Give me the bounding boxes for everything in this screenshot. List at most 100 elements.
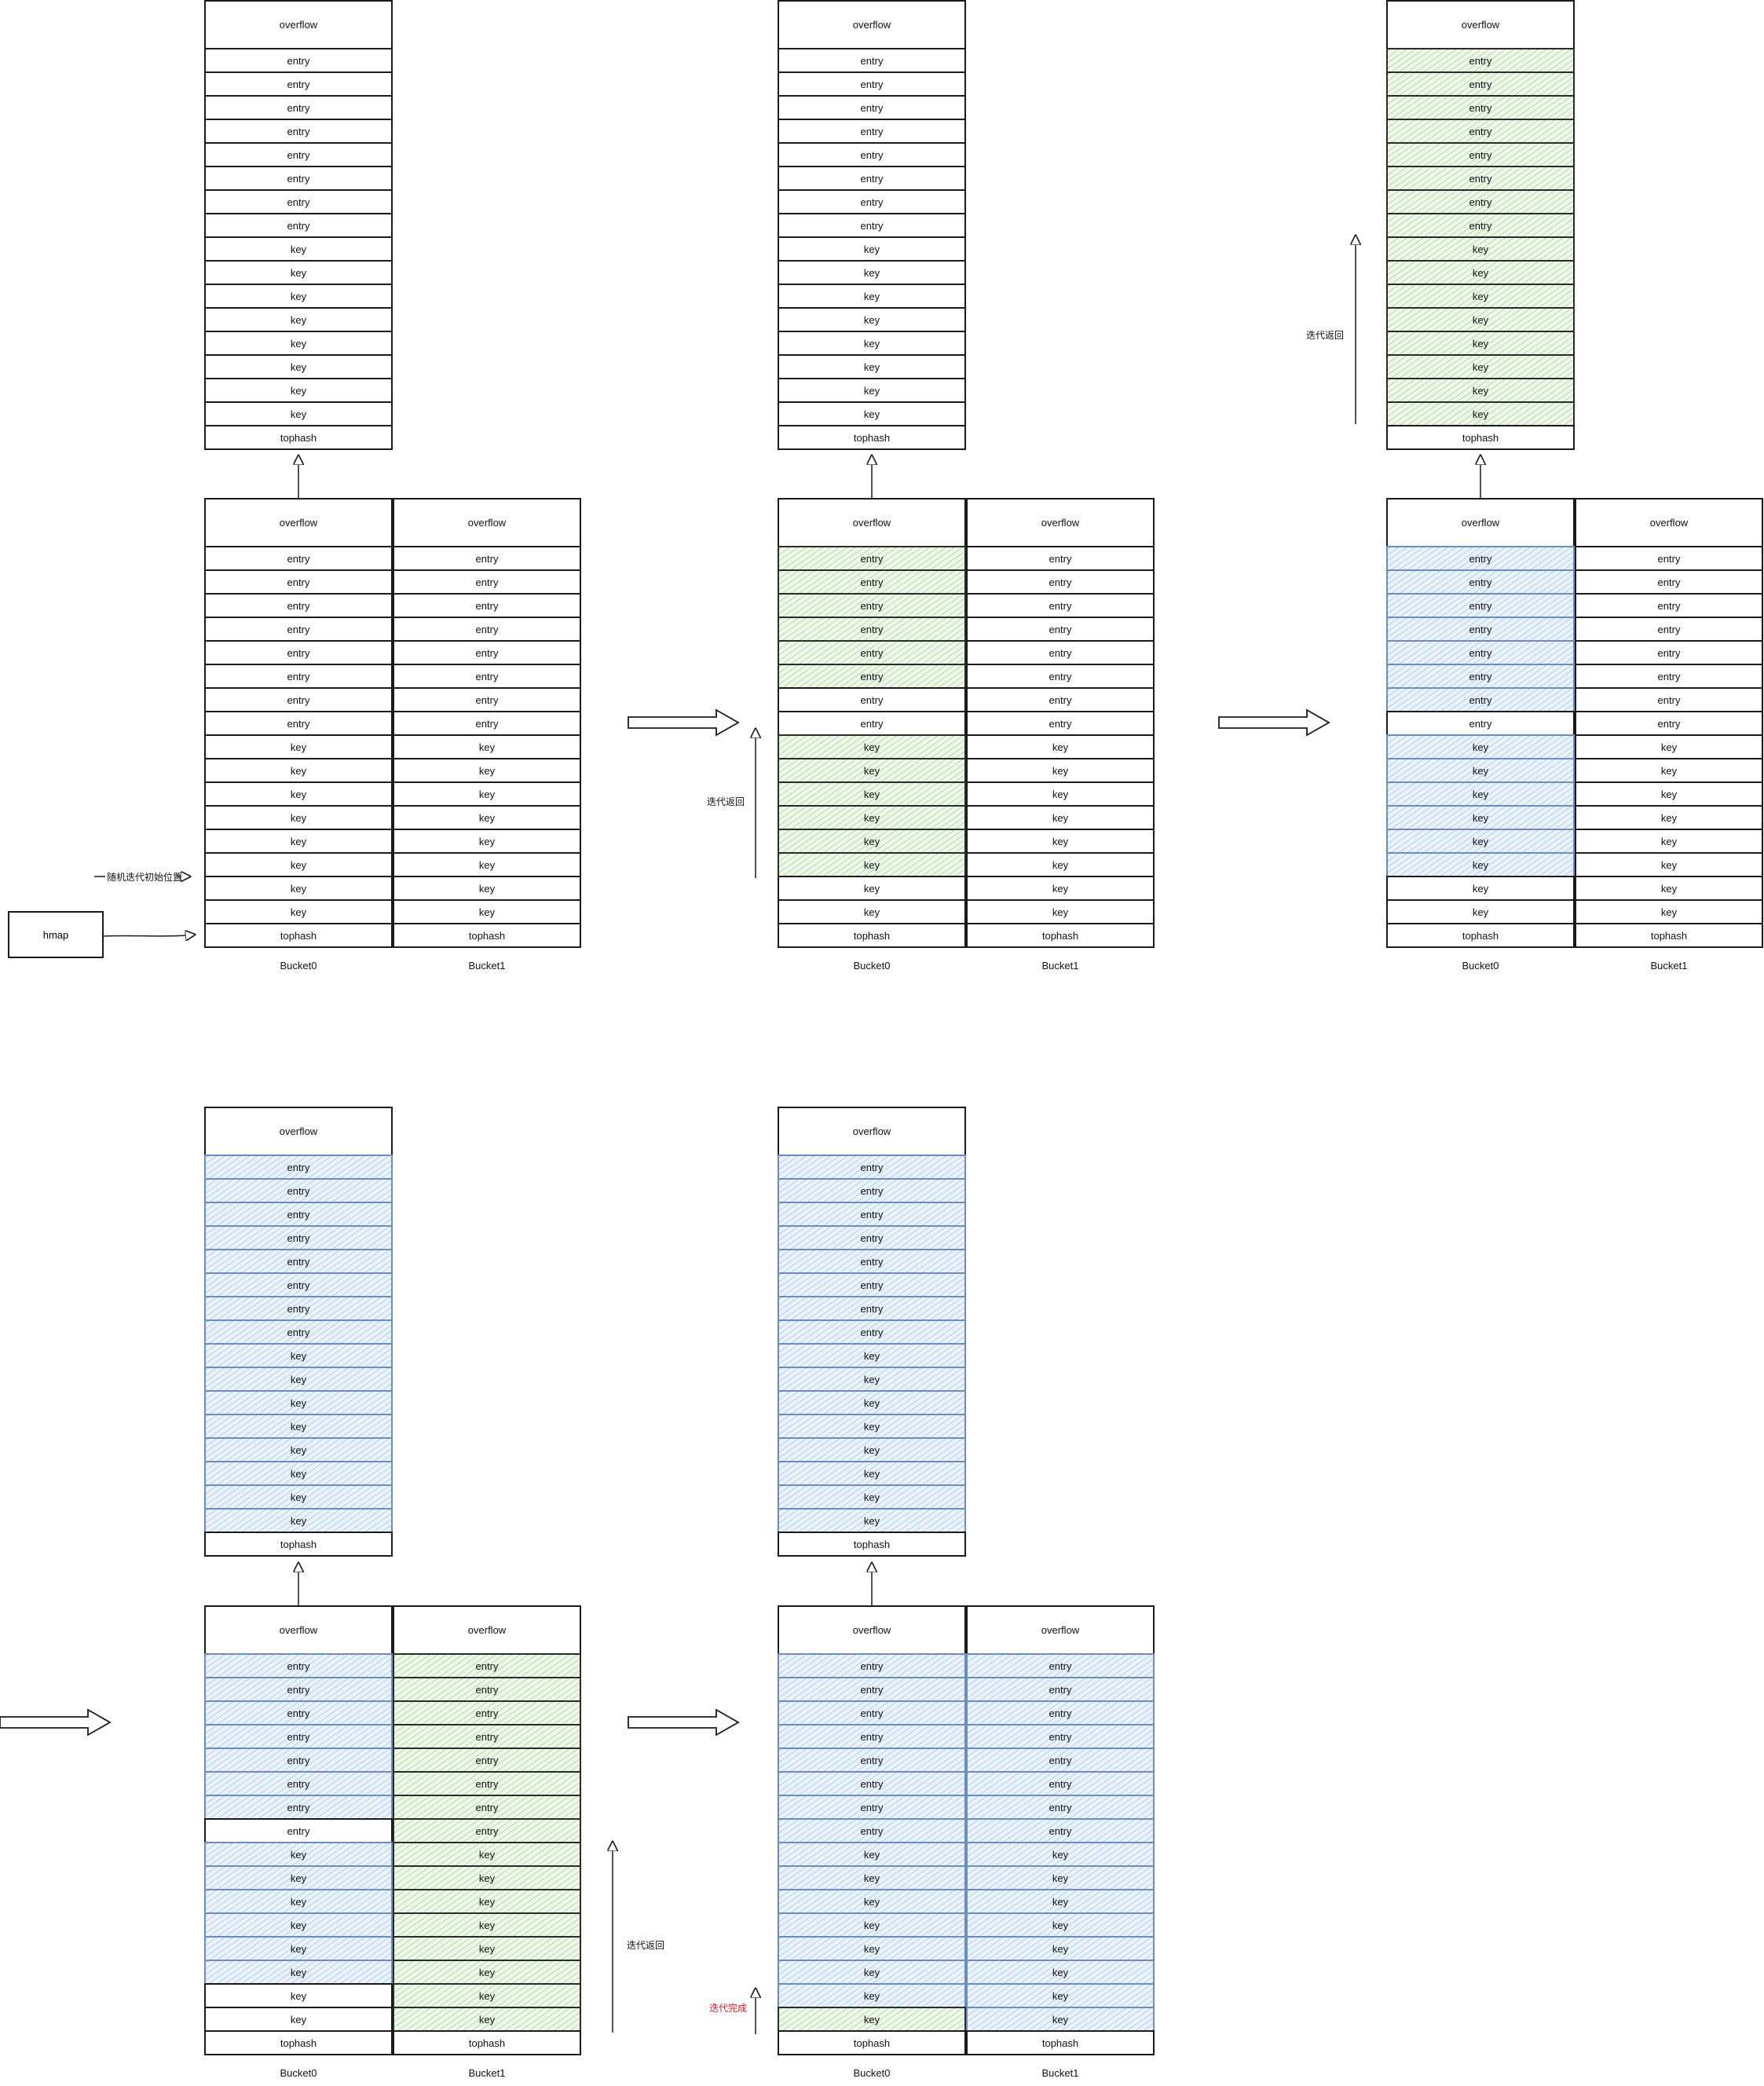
key-cell: key (393, 2007, 581, 2032)
entry-cell: entry (393, 569, 581, 595)
entry-cell: entry (966, 1818, 1155, 1843)
tophash-cell: tophash (393, 923, 581, 948)
key-cell: key (204, 378, 393, 403)
entry-cell: entry (1386, 71, 1575, 97)
key-cell: key (204, 307, 393, 332)
entry-cell: entry (966, 546, 1155, 571)
entry-cell: entry (204, 166, 393, 191)
key-cell: key (778, 2007, 966, 2032)
key-cell: key (1386, 876, 1575, 901)
entry-cell: entry (778, 1653, 966, 1678)
entry-cell: entry (204, 546, 393, 571)
bucket1-label: Bucket1 (468, 2067, 506, 2079)
entry-cell: entry (778, 1272, 966, 1297)
entry-cell: entry (1575, 711, 1763, 736)
key-cell: key (1575, 781, 1763, 807)
entry-cell: entry (1386, 617, 1575, 642)
key-cell: key (393, 876, 581, 901)
entry-cell: entry (1386, 48, 1575, 73)
entry-cell: entry (393, 1795, 581, 1820)
entry-cell: entry (778, 142, 966, 167)
entry-cell: entry (966, 617, 1155, 642)
key-cell: key (393, 734, 581, 759)
transition-arrow (0, 1708, 112, 1737)
key-cell: key (966, 1865, 1155, 1890)
entry-cell: entry (778, 1818, 966, 1843)
entry-cell: entry (1386, 95, 1575, 120)
entry-cell: entry (393, 1677, 581, 1702)
entry-cell: entry (1386, 189, 1575, 214)
key-cell: key (204, 401, 393, 426)
entry-cell: entry (204, 1724, 393, 1749)
entry-cell: entry (204, 1700, 393, 1726)
key-cell: key (393, 1936, 581, 1961)
key-cell: key (1386, 899, 1575, 924)
key-cell: key (778, 1960, 966, 1985)
key-cell: key (1386, 331, 1575, 356)
tophash-cell: tophash (966, 923, 1155, 948)
key-cell: key (1386, 378, 1575, 403)
iterate-done-label: 迭代完成 (709, 2003, 748, 2014)
key-cell: key (778, 401, 966, 426)
tophash-cell: tophash (204, 2030, 393, 2055)
entry-cell: entry (778, 166, 966, 191)
key-cell: key (1386, 260, 1575, 285)
key-cell: key (1386, 284, 1575, 309)
key-cell: key (204, 1936, 393, 1961)
entry-cell: entry (778, 1747, 966, 1773)
key-cell: key (966, 2007, 1155, 2032)
iterate-return-label: 迭代返回 (1306, 330, 1345, 341)
tophash-cell: tophash (778, 923, 966, 948)
entry-cell: entry (204, 1795, 393, 1820)
entry-cell: entry (778, 593, 966, 618)
entry-cell: entry (393, 617, 581, 642)
tophash-cell: tophash (393, 2030, 581, 2055)
tophash-cell: tophash (966, 2030, 1155, 2055)
tophash-cell: tophash (1386, 923, 1575, 948)
entry-cell: entry (778, 1724, 966, 1749)
entry-cell: entry (204, 1653, 393, 1678)
entry-cell: entry (204, 1225, 393, 1250)
entry-cell: entry (778, 1225, 966, 1250)
overflow-cell: overflow (1386, 498, 1575, 547)
entry-cell: entry (204, 1249, 393, 1274)
overflow-cell: overflow (1575, 498, 1763, 547)
overflow-cell: overflow (966, 498, 1155, 547)
entry-cell: entry (1386, 166, 1575, 191)
bucket0-label: Bucket0 (280, 2067, 317, 2079)
entry-cell: entry (204, 71, 393, 97)
key-cell: key (778, 1437, 966, 1462)
overflow-cell: overflow (778, 0, 966, 49)
entry-cell: entry (393, 711, 581, 736)
tophash-cell: tophash (204, 1532, 393, 1557)
entry-cell: entry (778, 1155, 966, 1180)
overflow-cell: overflow (204, 1605, 393, 1655)
key-cell: key (778, 852, 966, 877)
bucket0-label: Bucket0 (280, 960, 317, 972)
key-cell: key (778, 734, 966, 759)
entry-cell: entry (1386, 664, 1575, 689)
key-cell: key (778, 1484, 966, 1510)
entry-cell: entry (1386, 119, 1575, 144)
entry-cell: entry (778, 1795, 966, 1820)
entry-cell: entry (966, 711, 1155, 736)
tophash-cell: tophash (778, 2030, 966, 2055)
key-cell: key (1575, 829, 1763, 854)
entry-cell: entry (204, 617, 393, 642)
transition-arrow (628, 708, 740, 737)
tophash-cell: tophash (204, 425, 393, 450)
entry-cell: entry (778, 1178, 966, 1203)
entry-cell: entry (966, 687, 1155, 712)
entry-cell: entry (204, 1155, 393, 1180)
bucket1-label: Bucket1 (1650, 960, 1688, 972)
entry-cell: entry (966, 1700, 1155, 1726)
entry-cell: entry (778, 1319, 966, 1345)
entry-cell: entry (778, 1700, 966, 1726)
hmap-box: hmap (8, 911, 104, 958)
entry-cell: entry (393, 1700, 581, 1726)
